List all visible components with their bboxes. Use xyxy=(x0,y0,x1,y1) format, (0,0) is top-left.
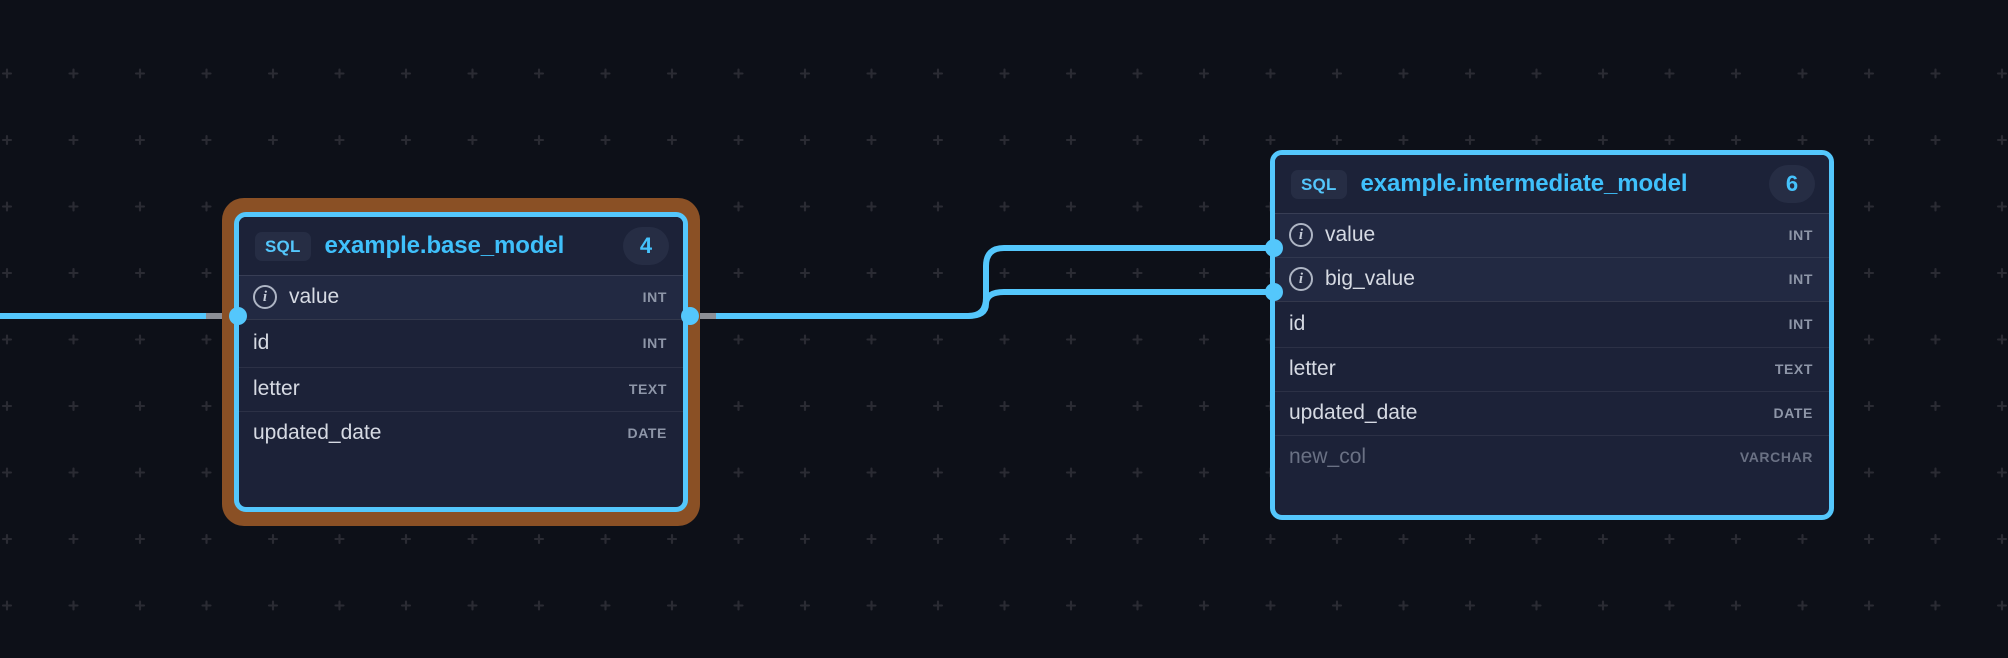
sql-badge: SQL xyxy=(255,231,311,261)
column-count-badge: 6 xyxy=(1769,165,1815,203)
node-base-model[interactable]: SQL example.base_model 4 i value INT id … xyxy=(234,212,688,512)
node-title[interactable]: example.intermediate_model xyxy=(1360,170,1688,197)
column-type: TEXT xyxy=(1774,361,1813,377)
column-type: TEXT xyxy=(628,381,667,397)
column-row-new-col[interactable]: new_col VARCHAR xyxy=(1275,435,1829,479)
node-intermediate-model[interactable]: SQL example.intermediate_model 6 i value… xyxy=(1270,150,1834,520)
column-name: big_value xyxy=(1325,267,1415,290)
column-type: INT xyxy=(642,289,667,305)
column-name: value xyxy=(1325,223,1376,246)
column-name: letter xyxy=(1289,357,1336,380)
column-name: letter xyxy=(253,377,300,400)
column-row-id[interactable]: id INT xyxy=(239,319,683,367)
sql-badge: SQL xyxy=(1291,169,1347,199)
column-row-updated-date[interactable]: updated_date DATE xyxy=(239,411,683,455)
column-type: DATE xyxy=(1773,405,1813,421)
column-type: VARCHAR xyxy=(1739,449,1813,465)
column-type: INT xyxy=(642,335,667,351)
info-icon[interactable]: i xyxy=(1289,223,1313,247)
node-header-base-model[interactable]: SQL example.base_model 4 xyxy=(239,217,683,275)
node-tail xyxy=(239,455,683,465)
column-name: new_col xyxy=(1289,445,1367,468)
column-name: id xyxy=(253,331,270,354)
column-name: updated_date xyxy=(1289,401,1418,424)
column-type: INT xyxy=(1788,271,1813,287)
column-row-big-value[interactable]: i big_value INT xyxy=(1275,257,1829,301)
column-name: value xyxy=(289,285,340,308)
info-icon[interactable]: i xyxy=(253,285,277,309)
column-name: updated_date xyxy=(253,421,382,444)
column-row-value[interactable]: i value INT xyxy=(239,275,683,319)
edge-base-value-to-intermediate-value xyxy=(688,245,1282,319)
column-row-letter[interactable]: letter TEXT xyxy=(1275,347,1829,391)
column-count-badge: 4 xyxy=(623,227,669,265)
column-row-updated-date[interactable]: updated_date DATE xyxy=(1275,391,1829,435)
column-row-letter[interactable]: letter TEXT xyxy=(239,367,683,411)
column-row-value[interactable]: i value INT xyxy=(1275,213,1829,257)
column-type: INT xyxy=(1788,316,1813,332)
node-title[interactable]: example.base_model xyxy=(324,232,565,259)
column-row-id[interactable]: id INT xyxy=(1275,301,1829,347)
info-icon[interactable]: i xyxy=(1289,267,1313,291)
node-tail xyxy=(1275,479,1829,489)
edge-base-value-to-intermediate-bigvalue xyxy=(688,289,1282,319)
column-name: id xyxy=(1289,312,1306,335)
node-header-intermediate-model[interactable]: SQL example.intermediate_model 6 xyxy=(1275,155,1829,213)
column-type: DATE xyxy=(627,425,667,441)
column-type: INT xyxy=(1788,227,1813,243)
